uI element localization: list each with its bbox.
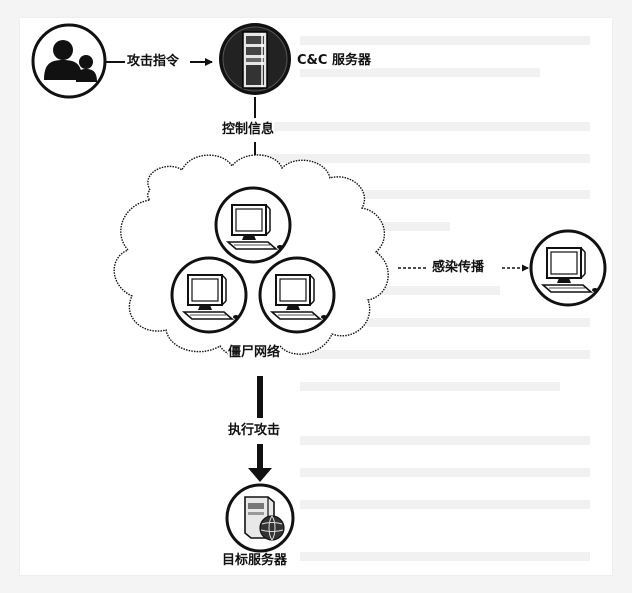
infection-spread-label: 感染传播 — [432, 260, 485, 276]
botnet-computer-right — [258, 256, 336, 334]
execute-attack-arrowhead — [248, 468, 272, 482]
attack-command-label: 攻击指令 — [127, 54, 180, 70]
control-info-label: 控制信息 — [222, 122, 275, 138]
botnet-label: 僵尸网络 — [228, 345, 281, 361]
target-server-label: 目标服务器 — [222, 553, 288, 569]
cc-server-label: C&C 服务器 — [297, 53, 371, 69]
infected-host-computer-icon — [529, 229, 607, 307]
botnet-computer-top — [214, 186, 292, 264]
attacker-users-icon — [31, 23, 107, 99]
background-text-lines — [260, 36, 590, 561]
server-globe-icon — [225, 483, 295, 553]
execute-attack-label: 执行攻击 — [228, 423, 281, 439]
server-tower-icon — [219, 23, 291, 95]
botnet-computer-left — [170, 256, 248, 334]
